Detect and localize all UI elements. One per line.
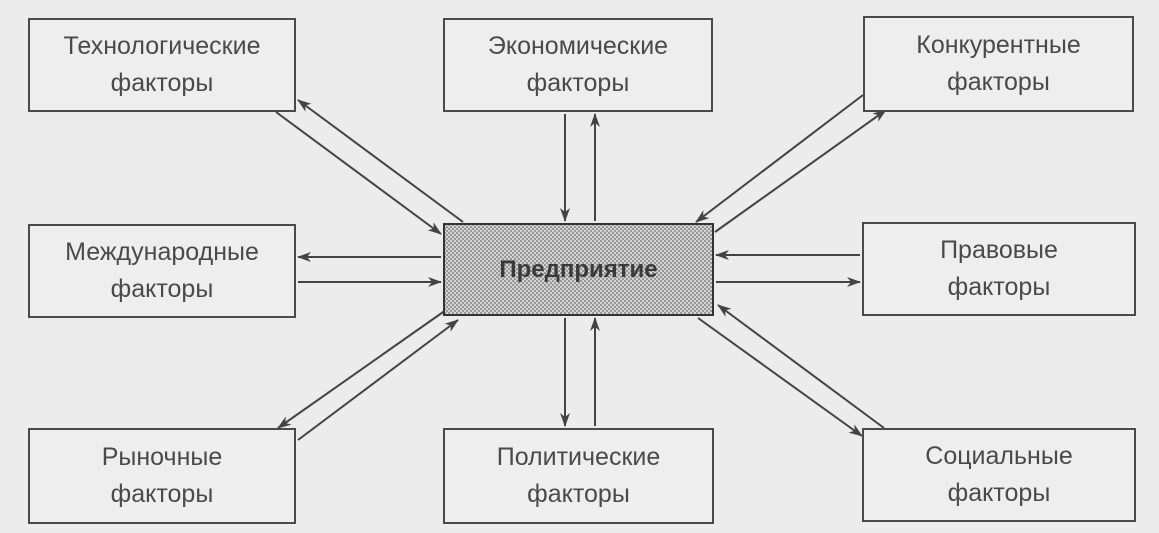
economic-factors-line1: Экономические bbox=[487, 32, 669, 60]
international-factors-box: Международные факторы bbox=[28, 224, 296, 318]
political-factors-line2: факторы bbox=[527, 480, 630, 508]
social-factors-line1: Социальные bbox=[925, 442, 1073, 470]
arrow-social-to-enterprise bbox=[717, 304, 885, 429]
arrow-market-to-enterprise bbox=[297, 319, 459, 441]
political-factors-line1: Политические bbox=[496, 443, 661, 471]
arrow-enterprise-to-technological bbox=[297, 99, 464, 223]
international-factors-line1: Международные bbox=[65, 238, 259, 266]
political-factors-box: Политические факторы bbox=[443, 428, 714, 524]
international-factors-line2: факторы bbox=[110, 275, 214, 303]
enterprise-label: Предприятие bbox=[499, 256, 658, 283]
arrow-enterprise-to-social bbox=[697, 317, 863, 437]
market-factors-line2: факторы bbox=[110, 480, 214, 508]
arrow-enterprise-to-competitive bbox=[714, 109, 887, 233]
competitive-factors-box: Конкурентные факторы bbox=[863, 16, 1134, 112]
legal-factors-line1: Правовые bbox=[940, 236, 1058, 264]
technological-factors-line1: Технологические bbox=[63, 32, 261, 60]
market-factors-box: Рыночные факторы bbox=[28, 428, 296, 524]
technological-factors-box: Технологические факторы bbox=[28, 18, 296, 112]
legal-factors-box: Правовые факторы bbox=[862, 222, 1136, 316]
economic-factors-line2: факторы bbox=[526, 69, 630, 97]
legal-factors-line2: факторы bbox=[947, 273, 1051, 301]
social-factors-line2: факторы bbox=[947, 479, 1051, 507]
economic-factors-box: Экономические факторы bbox=[443, 18, 713, 112]
competitive-factors-line1: Конкурентные bbox=[916, 31, 1081, 59]
enterprise-box: Предприятие bbox=[443, 223, 714, 316]
market-factors-line1: Рыночные bbox=[101, 443, 223, 471]
arrow-enterprise-to-market bbox=[277, 309, 447, 429]
technological-factors-line2: факторы bbox=[110, 69, 214, 97]
arrow-competitive-to-enterprise bbox=[695, 94, 864, 223]
arrow-technological-to-enterprise bbox=[275, 111, 442, 235]
social-factors-box: Социальные факторы bbox=[862, 428, 1136, 522]
competitive-factors-line2: факторы bbox=[947, 68, 1050, 96]
